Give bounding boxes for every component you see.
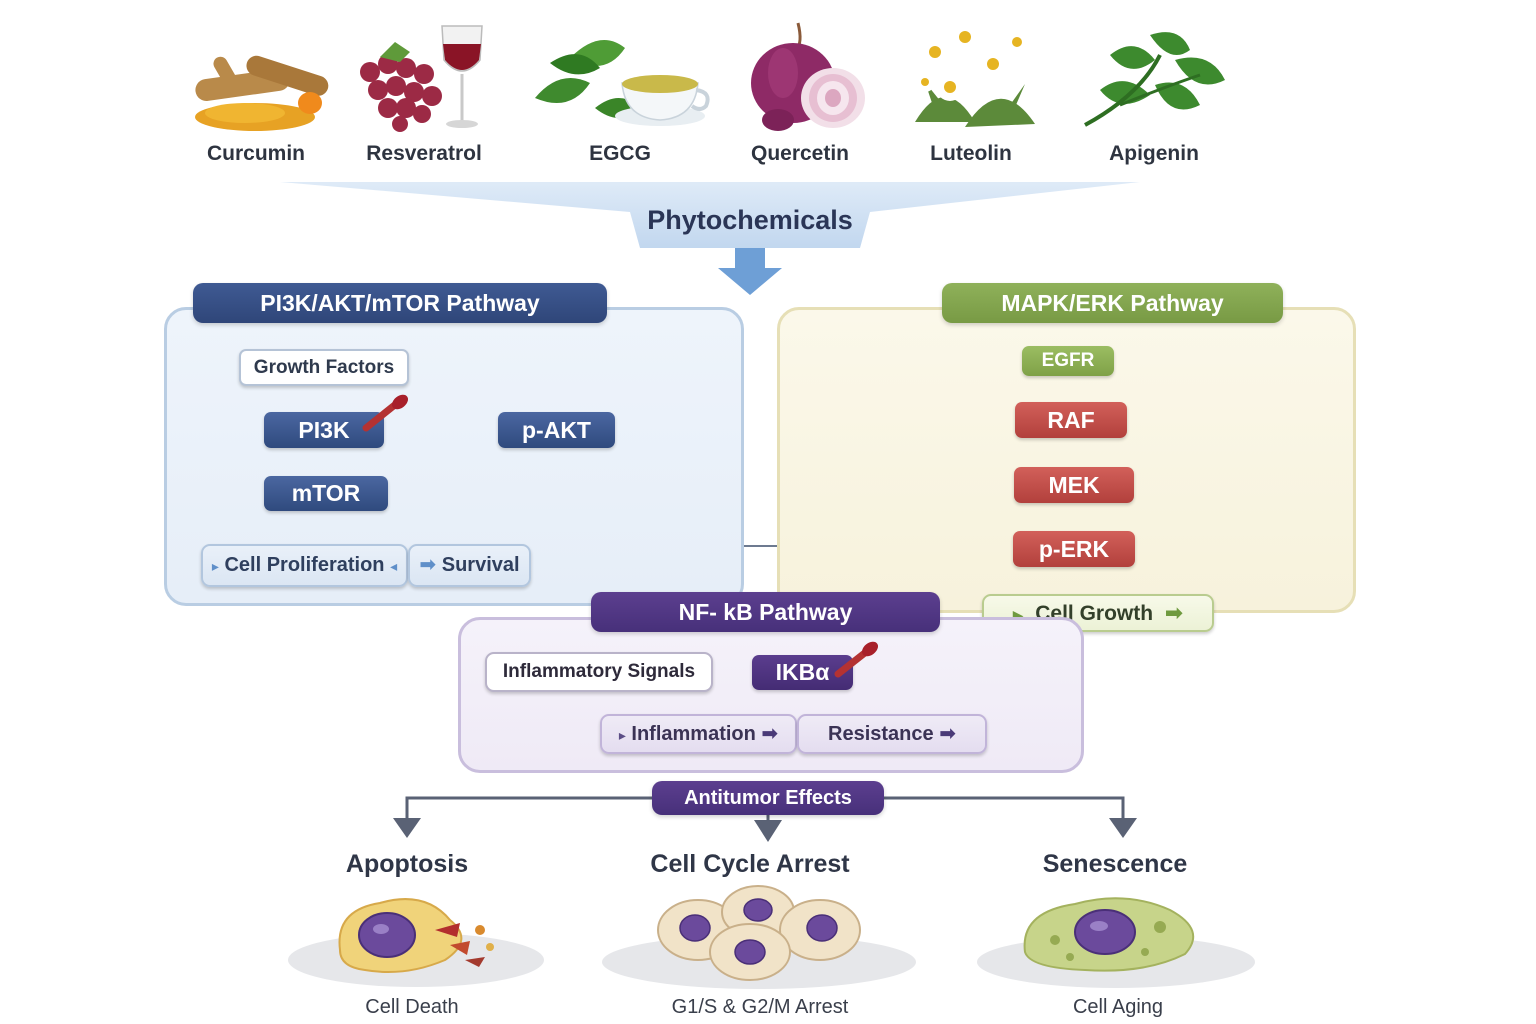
source-label-quercetin: Quercetin <box>750 142 850 165</box>
apoptotic-cell-icon <box>288 898 544 987</box>
parsley-icon <box>1080 25 1235 135</box>
funnel-arrow <box>718 248 782 295</box>
resistance-node: Resistance ➡ <box>797 714 987 754</box>
antitumor-effects-header: Antitumor Effects <box>652 781 884 815</box>
effect-subtitle-g1s-g2m-arrest: G1/S & G2/M Arrest <box>671 996 849 1018</box>
effect-title-apoptosis: Apoptosis <box>345 850 469 878</box>
effect-title-cell-cycle-arrest: Cell Cycle Arrest <box>650 850 850 878</box>
chevron-left-icon: ◂ <box>390 558 398 574</box>
green-tea-icon <box>530 28 710 133</box>
inhibitor-icon <box>362 394 408 432</box>
effect-title-senescence: Senescence <box>1042 850 1188 878</box>
senescent-cell-icon <box>977 897 1255 988</box>
perk-node: p-ERK <box>1013 531 1135 567</box>
mtor-node: mTOR <box>264 476 388 511</box>
arrow-right-icon: ➡ <box>1164 600 1184 625</box>
raf-node: RAF <box>1015 402 1127 438</box>
play-icon: ▸ <box>618 727 626 743</box>
egfr-node: EGFR <box>1022 346 1114 376</box>
nfkb-pathway-header: NF- kB Pathway <box>591 592 940 632</box>
phytochemicals-funnel <box>280 182 1140 248</box>
arrow-right-icon: ➡ <box>761 723 779 745</box>
pi3k-node: PI3K <box>264 412 384 448</box>
phytochemicals-title: Phytochemicals <box>647 205 853 235</box>
effect-subtitle-cell-death: Cell Death <box>365 996 459 1018</box>
arrow-right-icon: ➡ <box>419 554 437 576</box>
play-icon: ▸ <box>211 558 219 574</box>
onion-icon <box>748 18 873 133</box>
cell-proliferation-node: ▸ Cell Proliferation ◂ <box>201 544 408 587</box>
arrested-cells-icon <box>602 885 916 989</box>
mek-node: MEK <box>1014 467 1134 503</box>
arrow-right-icon: ➡ <box>939 723 956 745</box>
source-label-resveratrol: Resveratrol <box>366 142 482 165</box>
source-label-curcumin: Curcumin <box>206 142 305 165</box>
source-label-luteolin: Luteolin <box>930 142 1012 165</box>
growth-factors-node: Growth Factors <box>239 349 409 386</box>
play-icon: ▶ <box>1012 607 1024 623</box>
pi3k-pathway-header: PI3K/AKT/mTOR Pathway <box>193 283 607 323</box>
grape-wine-icon <box>350 12 490 137</box>
effect-subtitle-cell-aging: Cell Aging <box>1072 996 1164 1018</box>
inflammation-node: ▸ Inflammation ➡ <box>600 714 797 754</box>
chamomile-icon <box>905 12 1045 132</box>
turmeric-icon <box>175 45 340 135</box>
survival-node: ➡ Survival <box>408 544 531 587</box>
inhibitor-icon <box>834 641 878 678</box>
inflammatory-signals-node: Inflammatory Signals <box>485 652 713 692</box>
mapk-pathway-header: MAPK/ERK Pathway <box>942 283 1283 323</box>
pakt-node: p-AKT <box>498 412 615 448</box>
source-label-apigenin: Apigenin <box>1109 142 1199 165</box>
source-label-egcg: EGCG <box>589 142 651 165</box>
